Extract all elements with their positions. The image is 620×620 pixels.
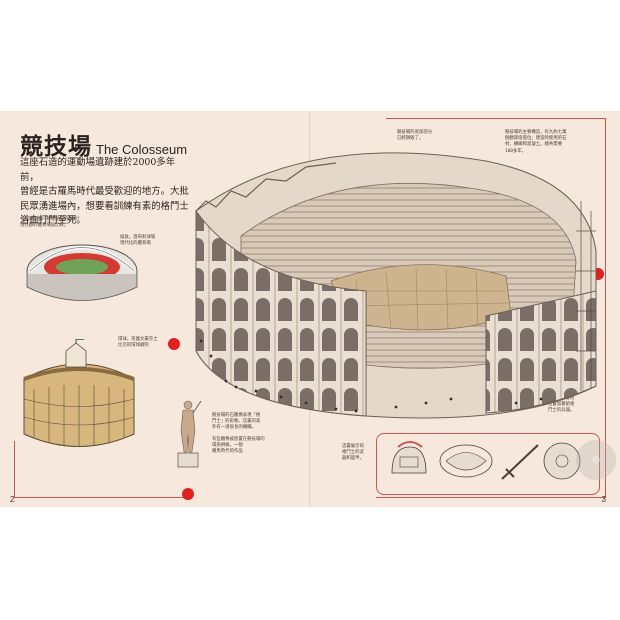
note-top-center: 競技場的底部部分 已經損毀了。	[397, 130, 457, 142]
intro-line: 曾經是古羅馬時代最受歡迎的地方。大批	[20, 186, 189, 197]
note-line: 競技場的主要構造，有九約七萬	[505, 130, 567, 135]
note-line: 現代化的體育場	[120, 241, 151, 247]
note-line: 位置留著給格	[548, 402, 575, 408]
note-line: 環形拱廊。一個	[212, 443, 243, 449]
note-line: 今日要是哪一種運動場的影像？	[20, 217, 82, 222]
note-line: 現在都的體育場館比較。	[20, 223, 69, 229]
note-stadium: 倫敦。溫布利球場 現代化的體育場	[120, 235, 170, 247]
page-title: 競技場 The Colosseum	[20, 127, 187, 161]
note-line: 格鬥士的武	[342, 450, 364, 456]
red-dot-marker	[182, 488, 194, 500]
rule-left-edge	[14, 441, 15, 497]
note-line: 鬥士的兵器。	[548, 408, 575, 414]
rule-right-edge	[605, 118, 606, 498]
watermark-logo: ◎	[576, 440, 616, 480]
globe-theatre-illustration	[23, 339, 135, 447]
intro-paragraph: 這座石造的運動場遺跡建於2000多年前， 曾經是古羅馬時代最受歡迎的地方。大批 …	[20, 156, 190, 229]
page-number-right: 3	[601, 495, 606, 504]
note-line: 環球。英國文豪莎士	[118, 337, 158, 342]
intro-line: 這座石造的運動場遺跡建於2000多年前，	[20, 157, 176, 183]
weapons-panel	[376, 433, 600, 495]
colosseum-illustration	[195, 152, 597, 419]
note-line: 這裏展示的	[342, 444, 364, 449]
note-statue: 有些雕像被放置在競技場的 環形拱廊。一個 羅馬時代的作品	[212, 437, 282, 456]
note-line: 比亞的環球劇院	[118, 343, 149, 349]
note-line: 材，構織和混凝土。總共需要	[505, 142, 563, 148]
rule-top-right	[386, 118, 606, 119]
note-line: 已經損毀了。	[397, 136, 424, 142]
intro-line: 浴血打鬥至死。	[20, 215, 86, 226]
sword-illustration	[501, 444, 539, 480]
shield-illustration	[543, 442, 581, 480]
rule-bottom-right	[376, 497, 606, 498]
note-compare: 今日要是哪一種運動場的影像？ 現在都的體育場館比較。	[20, 217, 100, 229]
note-line: 外有一道很長的柵欄。	[212, 425, 256, 431]
note-gladiator-statue: 競技場的石雕像表現「格 鬥士」的形象。這裏的高 外有一道很長的柵欄。	[212, 413, 282, 432]
note-globe: 環球。英國文豪莎士 比亞的環球劇院	[118, 337, 168, 349]
note-line: 個觀眾席座位；建造時使用的石	[505, 136, 567, 142]
note-line: 器和盔甲。	[342, 456, 364, 462]
note-weapons-intro: 這裏展示的 格鬥士的武 器和盔甲。	[342, 444, 372, 463]
intro-line: 民眾湧進場內，想要看訓練有素的格鬥士	[20, 200, 189, 212]
note-line: 鬥士」的形象。這裏的高	[212, 419, 261, 425]
red-dot-marker	[168, 338, 180, 350]
note-line: 競技場的石雕像表現「格	[212, 413, 261, 418]
note-line: 100多年。	[505, 148, 527, 154]
armor-illustration	[439, 444, 493, 478]
note-top-right: 競技場的主要構造，有九約七萬 個觀眾席座位；建造時使用的石 材，構織和混凝土。總…	[505, 130, 595, 155]
page-number-left: 2	[10, 495, 15, 504]
note-line: 競技場的底部部分	[397, 130, 433, 135]
gladiator-statue-illustration	[177, 400, 202, 468]
rule-bottom-left	[14, 497, 184, 498]
title-english: The Colosseum	[96, 142, 188, 157]
note-line: 倫敦。溫布利球場	[120, 235, 156, 240]
helmet-illustration	[391, 441, 427, 474]
wembley-stadium-illustration	[26, 244, 138, 301]
book-spread: 競技場 The Colosseum 這座石造的運動場遺跡建於2000多年前， 曾…	[0, 111, 620, 507]
note-line: 羅馬時代的作品	[212, 449, 243, 455]
title-chinese: 競技場	[20, 133, 92, 160]
note-line: 有些雕像被放置在競技場的	[212, 437, 265, 442]
